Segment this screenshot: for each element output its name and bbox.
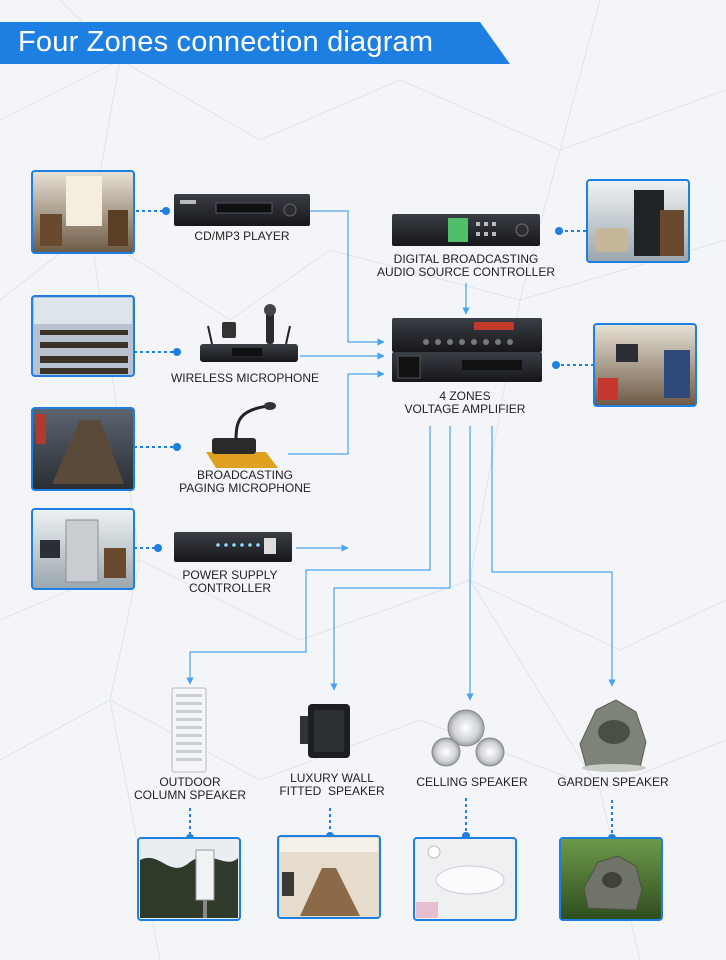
outdoor-pole-photo: [137, 837, 241, 921]
wireless-microphone-icon: [200, 304, 298, 362]
audio-source-controller-label: DIGITAL BROADCASTING AUDIO SOURCE CONTRO…: [366, 253, 566, 279]
connection-lines: [186, 210, 616, 701]
server-rack-photo: [586, 179, 690, 263]
column-speaker-label-line1: OUTDOOR: [159, 775, 221, 789]
control-room-photo: [593, 323, 697, 407]
connector-dots: [154, 207, 616, 842]
voltage-amplifier-icon: [392, 318, 542, 382]
photo-connectors: [134, 210, 613, 838]
wireless-microphone-label: WIRELESS MICROPHONE: [170, 371, 320, 385]
title-banner: [0, 22, 510, 64]
wall-speaker-icon: [300, 704, 350, 758]
paging-microphone-label: BROADCASTING PAGING MICROPHONE: [160, 469, 330, 495]
cd-mp3-player-label: CD/MP3 PLAYER: [194, 229, 290, 243]
power-supply-controller-icon: [174, 532, 292, 562]
paging-microphone-icon: [206, 402, 278, 468]
ceiling-speaker-icon: [431, 709, 505, 767]
wall-speaker-label: LUXURY WALL FITTED SPEAKER: [262, 772, 402, 798]
ceiling-speaker-label: CELLING SPEAKER: [416, 775, 528, 789]
wall-speaker-label-line1: LUXURY WALL: [290, 771, 374, 785]
amplifier-label-line2: VOLTAGE AMPLIFIER: [404, 402, 526, 416]
column-speaker-icon: [171, 687, 207, 773]
equipment-room-photo: [31, 508, 135, 590]
paging-microphone-label-line2: PAGING MICROPHONE: [179, 481, 311, 495]
column-speaker-label: OUTDOOR COLUMN SPEAKER: [120, 776, 260, 802]
lecture-hall-photo: [31, 295, 135, 377]
ceiling-light-photo: [413, 837, 517, 921]
classroom-photo: [31, 170, 135, 254]
power-supply-label-line1: POWER SUPPLY: [182, 568, 278, 582]
controller-label-line1: DIGITAL BROADCASTING: [393, 252, 539, 266]
wall-speaker-label-line2: FITTED SPEAKER: [279, 784, 385, 798]
voltage-amplifier-label: 4 ZONES VOLTAGE AMPLIFIER: [380, 390, 550, 416]
amplifier-label-line1: 4 ZONES: [439, 389, 491, 403]
conference-hall-photo: [277, 835, 381, 919]
column-speaker-label-line2: COLUMN SPEAKER: [133, 788, 247, 802]
cd-mp3-player-icon: [174, 194, 310, 226]
garden-speaker-icon: [579, 699, 647, 772]
garden-rock-photo: [559, 837, 663, 921]
garden-speaker-label: GARDEN SPEAKER: [557, 775, 669, 789]
audio-source-controller-icon: [392, 214, 540, 246]
power-supply-controller-label: POWER SUPPLY CONTROLLER: [160, 569, 300, 595]
paging-microphone-label-line1: BROADCASTING: [196, 468, 293, 482]
meeting-room-photo: [31, 407, 135, 491]
controller-label-line2: AUDIO SOURCE CONTROLLER: [376, 265, 556, 279]
power-supply-label-line2: CONTROLLER: [188, 581, 271, 595]
page-title: Four Zones connection diagram: [18, 26, 434, 58]
